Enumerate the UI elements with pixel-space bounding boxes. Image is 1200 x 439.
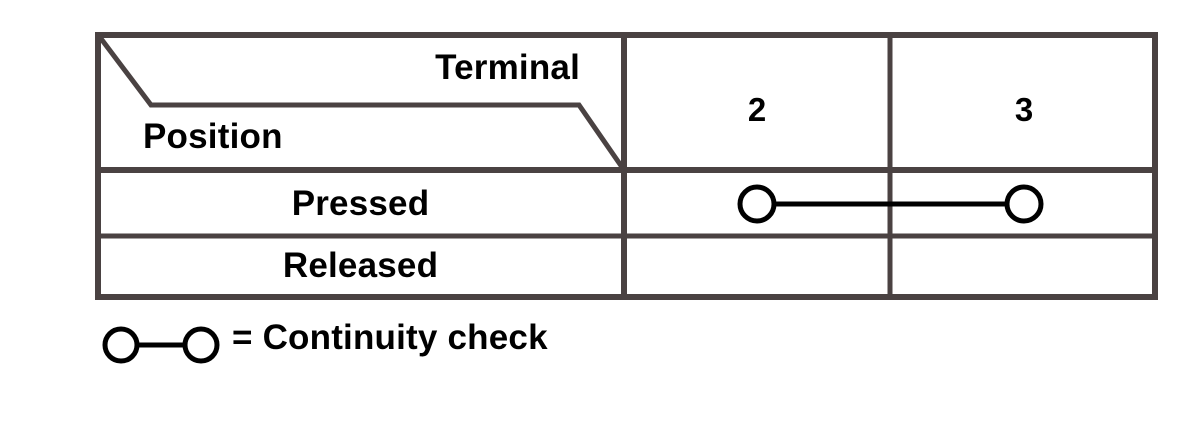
legend-label: = Continuity check — [232, 318, 548, 357]
row-label-released: Released — [282, 246, 439, 285]
continuity-indicator-pressed — [737, 184, 1044, 224]
table-grid — [95, 32, 1158, 300]
continuity-node-terminal-3 — [1004, 184, 1044, 224]
legend-node-right — [182, 326, 220, 364]
legend-node-left — [102, 326, 140, 364]
continuity-table — [95, 32, 1158, 300]
row-label-pressed: Pressed — [291, 184, 430, 223]
legend — [95, 312, 795, 372]
row-axis-label: Position — [143, 117, 283, 156]
corner-header-diagonal — [97, 34, 627, 172]
column-header-terminal-3: 3 — [1014, 91, 1034, 128]
legend-continuity-symbol — [102, 326, 220, 364]
column-axis-label: Terminal — [435, 48, 580, 87]
continuity-node-terminal-2 — [737, 184, 777, 224]
column-header-terminal-2: 2 — [747, 91, 767, 128]
